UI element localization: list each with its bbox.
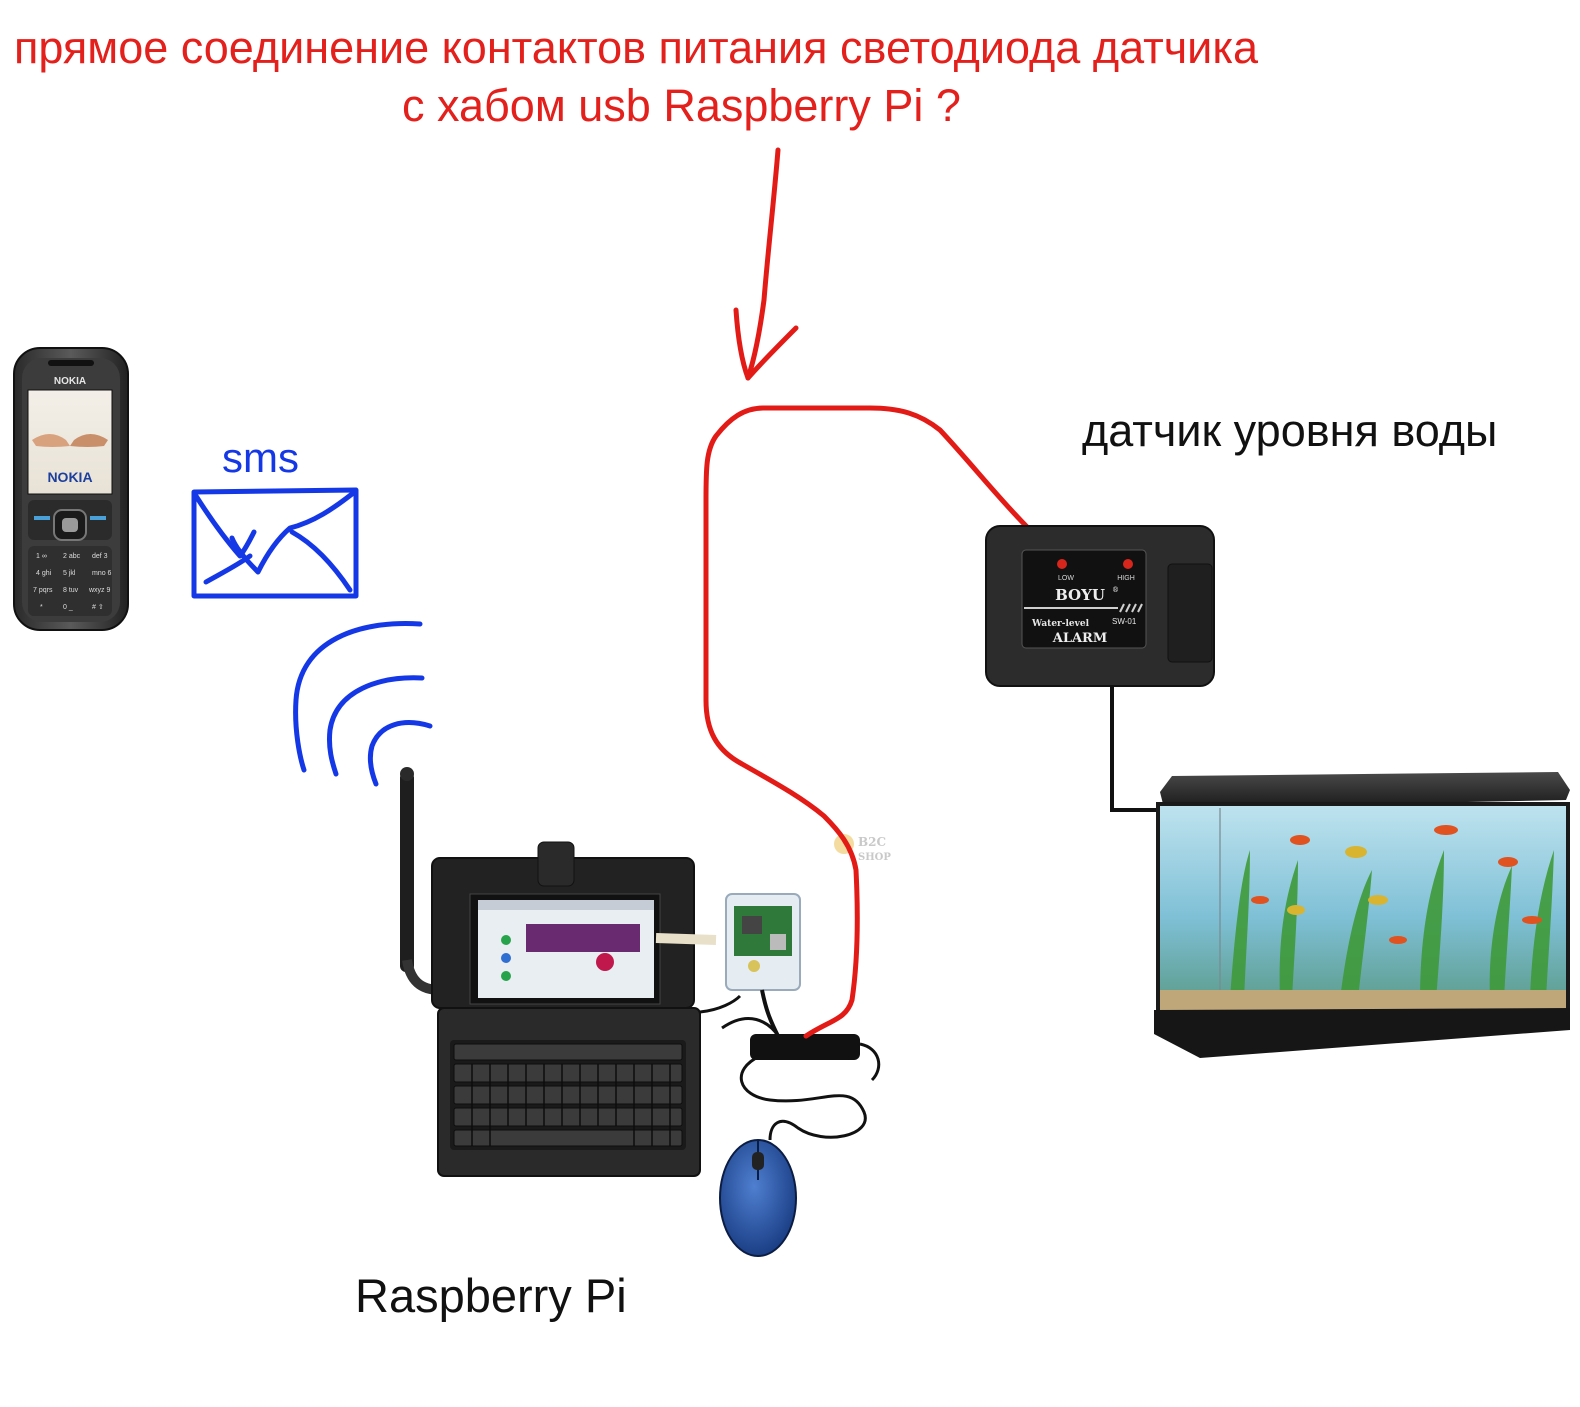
wireless-signal-icon xyxy=(293,621,433,787)
nokia-phone: NOKIA NOKIA 1 ∞ 2 abc def 3 4 ghi 5 jkl … xyxy=(13,347,129,631)
phone-brand-top: NOKIA xyxy=(54,376,86,387)
sensor-cable xyxy=(1110,686,1160,812)
phone-key: wxyz 9 xyxy=(88,587,111,594)
sensor-model: SW-01 xyxy=(1112,617,1137,626)
sms-label: sms xyxy=(222,434,299,481)
led-high-label: HIGH xyxy=(1117,575,1135,582)
sensor-alarm: ALARM xyxy=(1052,631,1108,646)
wifi-antenna xyxy=(400,772,414,972)
call-key xyxy=(34,516,50,520)
watermark-shop: SHOP xyxy=(858,852,891,863)
phone-keypad: 1 ∞ 2 abc def 3 4 ghi 5 jkl mno 6 7 pqrs… xyxy=(28,546,112,616)
sensor-subtitle: Water-level xyxy=(1031,619,1090,629)
sms-envelope-icon xyxy=(191,487,359,599)
phone-brand-screen: NOKIA xyxy=(47,469,92,485)
phone-key: 1 ∞ xyxy=(36,553,47,560)
phone-key: 5 jkl xyxy=(63,570,76,577)
phone-key: 7 pqrs xyxy=(33,587,53,594)
end-key xyxy=(90,516,106,520)
annotation-question-line-1: прямое соединение контактов питания свет… xyxy=(14,22,1259,73)
watermark-b2c: B2C xyxy=(858,835,886,849)
phone-key: 0 _ xyxy=(63,604,73,611)
phone-key: 4 ghi xyxy=(36,570,52,577)
led-high xyxy=(1123,559,1133,569)
phone-key: mno 6 xyxy=(92,570,112,577)
raspberry-pi-setup: B2C SHOP xyxy=(400,767,891,1257)
sensor-label: датчик уровня воды xyxy=(1082,405,1498,456)
phone-key: 2 abc xyxy=(63,553,81,560)
proposed-wire xyxy=(703,405,1061,1039)
led-low xyxy=(1057,559,1067,569)
sensor-trademark: ® xyxy=(1112,586,1119,594)
phone-key: * xyxy=(40,604,43,611)
raspberry-pi-label: Raspberry Pi xyxy=(355,1269,627,1322)
water-level-sensor: LOW HIGH BOYU ® Water-level SW-01 ALARM xyxy=(985,525,1215,687)
phone-key: def 3 xyxy=(92,553,108,560)
led-low-label: LOW xyxy=(1058,575,1074,582)
annotation-arrow-icon xyxy=(733,147,799,381)
usb-hub xyxy=(750,1034,860,1060)
phone-key: # ⇧ xyxy=(92,603,104,611)
annotation-question-line-2: с хабом usb Raspberry Pi ? xyxy=(402,80,961,131)
phone-key: 8 tuv xyxy=(63,587,79,594)
sensor-brand: BOYU xyxy=(1055,586,1105,604)
aquarium xyxy=(1154,772,1570,1058)
